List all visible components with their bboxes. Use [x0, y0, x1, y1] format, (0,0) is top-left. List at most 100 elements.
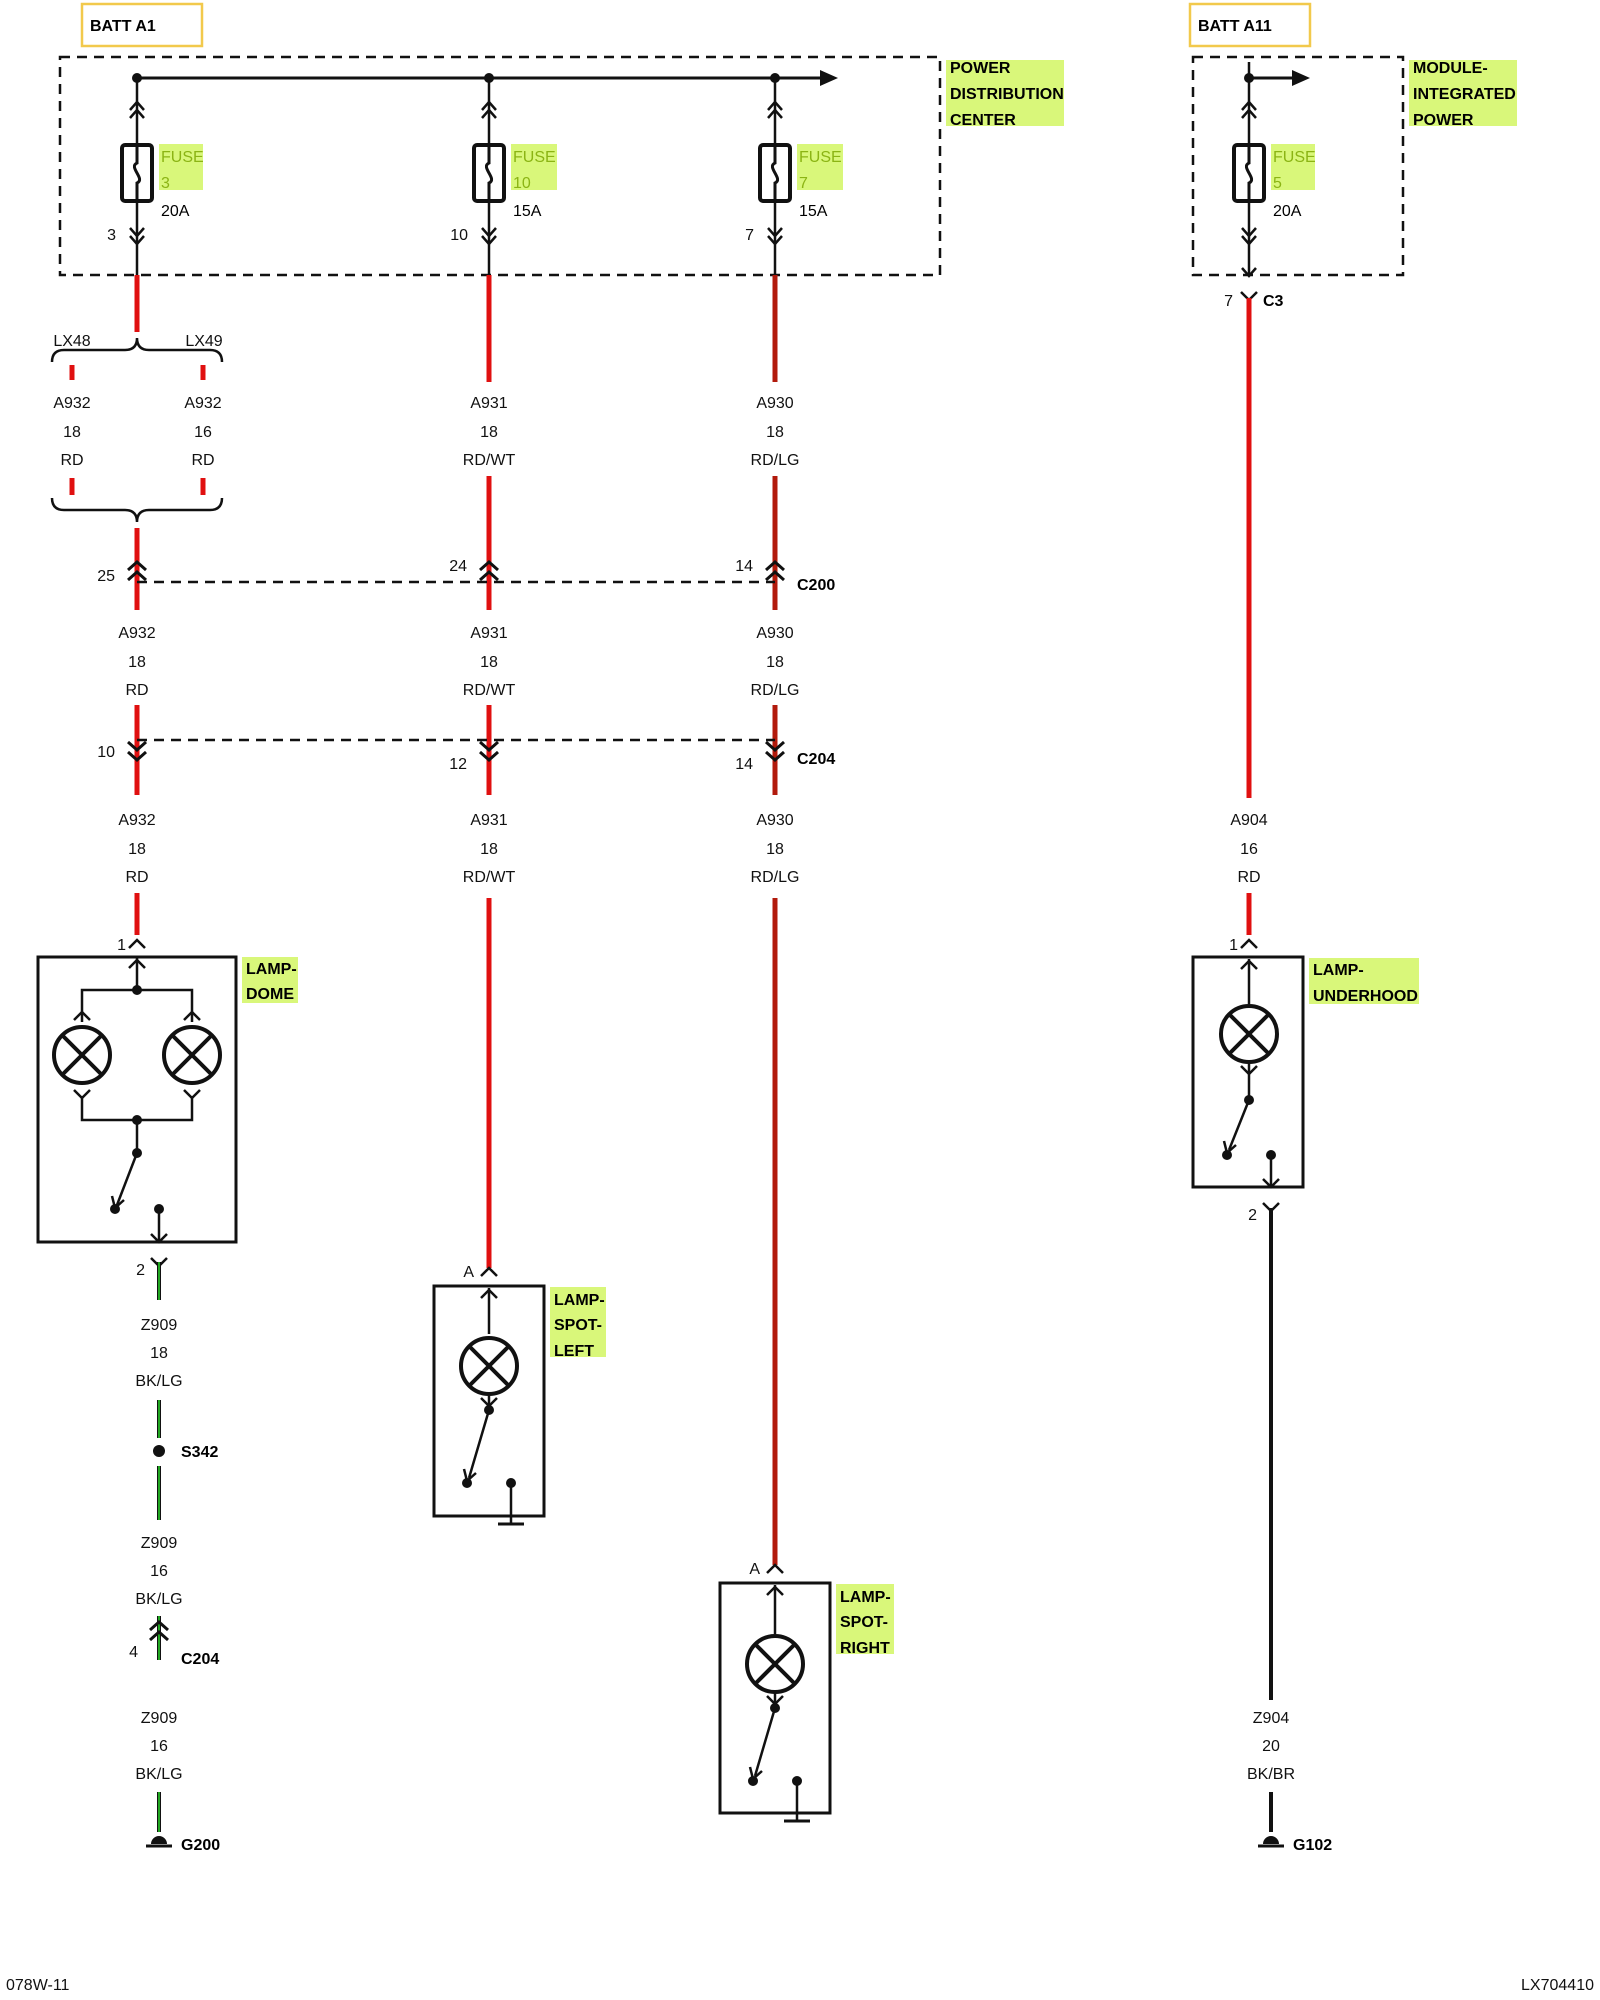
wire-a931-low-color: RD/WT — [463, 869, 516, 886]
s342-label: S342 — [181, 1444, 218, 1461]
dome-pin-2: 2 — [136, 1262, 145, 1279]
wire-a904-color: RD — [1237, 869, 1260, 886]
fuse-10-pin: 10 — [450, 227, 468, 244]
ground-g200-icon — [151, 1836, 167, 1844]
fuse-3: FUSE 3 20A 3 — [107, 78, 204, 275]
lamp-spot-left: A LAMP- SPOT- LEFT — [432, 1264, 606, 1526]
wire-a931-top-color: RD/WT — [463, 452, 516, 469]
wire-a931-low-id: A931 — [470, 812, 507, 829]
c204-pin-4: 4 — [129, 1644, 138, 1661]
wire-a930-mid-id: A930 — [756, 625, 793, 642]
fuse-5-rating: 20A — [1273, 203, 1302, 220]
wire-a932-left-gauge: 18 — [63, 424, 81, 441]
wire-a930-top-id: A930 — [756, 395, 793, 412]
circuit-a931: A931 18 RD/WT A931 18 RD/WT A931 18 RD/W… — [463, 275, 516, 1268]
pdc-label-2: DISTRIBUTION — [950, 86, 1064, 103]
wire-z909-b-id: Z909 — [141, 1535, 178, 1552]
fuse-7-word: FUSE — [799, 149, 842, 166]
wire-a932-c200-id: A932 — [118, 625, 155, 642]
fuse-3-rating: 20A — [161, 203, 190, 220]
c200-label: C200 — [797, 577, 835, 594]
wire-a930-low-gauge: 18 — [766, 841, 784, 858]
spot-right-label-3: RIGHT — [840, 1640, 890, 1657]
fuse-5-number: 5 — [1273, 175, 1282, 192]
c3-label: C3 — [1263, 293, 1284, 310]
wire-z909-c-gauge: 16 — [150, 1738, 168, 1755]
c204-pin-10: 10 — [97, 744, 115, 761]
c200-pin-24: 24 — [449, 558, 467, 575]
underhood-label-2: UNDERHOOD — [1313, 988, 1418, 1005]
wire-a931-top-id: A931 — [470, 395, 507, 412]
fuse-7-number: 7 — [799, 175, 808, 192]
dome-label-1: LAMP- — [246, 961, 297, 978]
wire-a931-low-gauge: 18 — [480, 841, 498, 858]
wire-a932-left-color: RD — [60, 452, 83, 469]
wire-a930-top-gauge: 18 — [766, 424, 784, 441]
wire-a930-mid-color: RD/LG — [751, 682, 800, 699]
connector-c200: 25 24 14 C200 — [97, 558, 835, 594]
spot-left-bulb-icon — [459, 1336, 519, 1396]
dome-pin-1: 1 — [117, 937, 126, 954]
fuse-3-number: 3 — [161, 175, 170, 192]
underhood-pin-2: 2 — [1248, 1207, 1257, 1224]
circuit-a930: A930 18 RD/LG A930 18 RD/LG A930 18 RD/L… — [751, 275, 800, 1565]
pdc-label-1: POWER — [950, 60, 1011, 77]
circuit-z909: 2 Z909 18 BK/LG S342 Z909 16 BK/LG 4 C20… — [129, 1257, 220, 1854]
wire-a932-c204-color: RD — [125, 869, 148, 886]
ground-g102-icon — [1263, 1836, 1279, 1844]
wire-a932-right-id: A932 — [184, 395, 221, 412]
g200-label: G200 — [181, 1837, 220, 1854]
lamp-dome: 1 LAMP- DOME — [36, 937, 298, 1244]
fuse-7: FUSE 7 15A 7 — [745, 78, 843, 275]
fuse-3-pin: 3 — [107, 227, 116, 244]
module-integrated-power: MODULE- INTEGRATED POWER — [1191, 55, 1517, 277]
wire-z904-id: Z904 — [1253, 1710, 1290, 1727]
wire-a931-top-gauge: 18 — [480, 424, 498, 441]
mip-arrow-icon — [1292, 70, 1310, 86]
c204-label: C204 — [797, 751, 835, 768]
footer-right-code: LX704410 — [1521, 1977, 1594, 1994]
wire-a932-c200-color: RD — [125, 682, 148, 699]
fuse-7-rating: 15A — [799, 203, 828, 220]
wire-a930-low-color: RD/LG — [751, 869, 800, 886]
mip-label-1: MODULE- — [1413, 60, 1488, 77]
wire-z909-a-gauge: 18 — [150, 1345, 168, 1362]
batt-a1: BATT A1 — [80, 2, 204, 48]
spot-left-pin-a: A — [463, 1264, 474, 1281]
c204-pin-12: 12 — [449, 756, 467, 773]
spot-right-label-1: LAMP- — [840, 1589, 891, 1606]
fuse-3-word: FUSE — [161, 149, 204, 166]
g102-label: G102 — [1293, 1837, 1332, 1854]
c200-pin-25: 25 — [97, 568, 115, 585]
connector-c3: 7 C3 — [1224, 291, 1284, 310]
wire-a932-right-color: RD — [191, 452, 214, 469]
underhood-pin-1: 1 — [1229, 937, 1238, 954]
wire-z909-b-color: BK/LG — [135, 1591, 182, 1608]
wire-a931-mid-gauge: 18 — [480, 654, 498, 671]
mip-label-3: POWER — [1413, 112, 1474, 129]
wire-z909-c-color: BK/LG — [135, 1766, 182, 1783]
circuit-z904: 2 Z904 20 BK/BR G102 — [1247, 1202, 1332, 1854]
spot-left-label-2: SPOT- — [554, 1317, 602, 1334]
spot-right-pin-a: A — [749, 1561, 760, 1578]
fuse-5: FUSE 5 20A — [1232, 62, 1316, 278]
fuse-7-pin: 7 — [745, 227, 754, 244]
mip-label-2: INTEGRATED — [1413, 86, 1516, 103]
circuit-a904: A904 16 RD — [1230, 298, 1268, 935]
batt-a1-label: BATT A1 — [90, 18, 156, 35]
underhood-bulb-icon — [1219, 1004, 1279, 1064]
lamp-underhood: 1 LAMP- UNDERHOOD — [1191, 937, 1419, 1189]
fuse-10-number: 10 — [513, 175, 531, 192]
splice-s342-dot — [153, 1445, 165, 1457]
wire-a932-c204-id: A932 — [118, 812, 155, 829]
wire-a932-left-id: A932 — [53, 395, 90, 412]
wire-a904-gauge: 16 — [1240, 841, 1258, 858]
wire-z909-c-id: Z909 — [141, 1710, 178, 1727]
connector-c204: 10 12 14 C204 — [97, 738, 835, 773]
wire-a904-id: A904 — [1230, 812, 1267, 829]
wire-z904-color: BK/BR — [1247, 1766, 1295, 1783]
circuit-a932: LX48 LX49 A932 18 RD A932 16 RD A932 18 … — [50, 275, 224, 935]
splice-option-lx48: LX48 — [53, 333, 90, 350]
underhood-label-1: LAMP- — [1313, 962, 1364, 979]
